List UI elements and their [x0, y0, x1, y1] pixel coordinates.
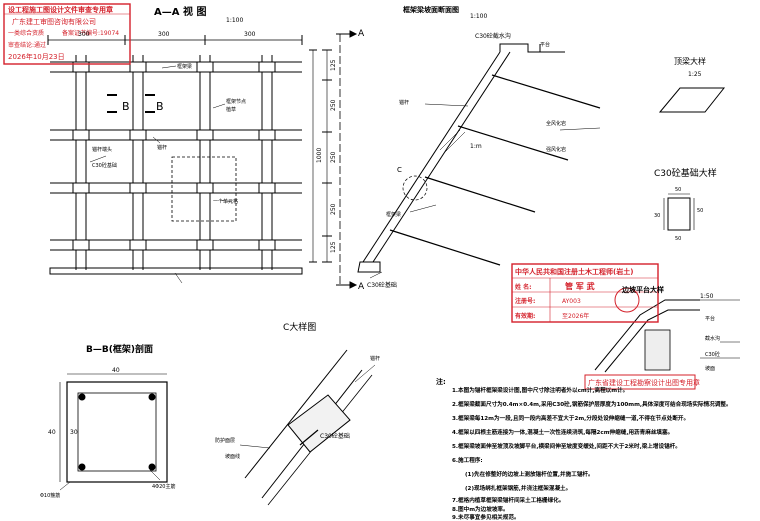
section-label-top: C30砼截水沟	[475, 32, 511, 40]
registration-stamp	[511, 263, 659, 323]
reg-stamp-title: 中华人民共和国注册土木工程师(岩土)	[515, 267, 633, 276]
view-aa-scale: 1:100	[226, 17, 243, 24]
c30-dim-4: 50	[675, 236, 681, 242]
c-label-anchor: 锚杆	[370, 355, 380, 362]
stamp-top-line-1: 设工程施工图设计文件审查专用章	[8, 5, 113, 14]
section-dim-5: 125	[330, 241, 337, 253]
c-detail	[239, 349, 376, 506]
bb-label-rebar: Φ10箍筋	[40, 492, 60, 499]
dim-aa-2: 300	[158, 31, 170, 38]
bb-dim-1: 40	[112, 367, 120, 374]
platform-label-c: C30砼	[705, 351, 720, 358]
dim-aa-1: 300	[78, 31, 90, 38]
section-label-soil: 强风化岩	[546, 146, 566, 153]
section-label-anchor: 锚杆	[399, 99, 409, 106]
section-dim-3: 250	[330, 151, 337, 163]
note-8: 8.图中m为边坡坡率。	[452, 505, 509, 513]
c-label-note: 防护面层	[215, 437, 235, 444]
bb-label-main: 4Φ20主筋	[152, 483, 175, 490]
label-b2: B	[156, 100, 164, 113]
reg-stamp-name-label: 姓 名:	[514, 283, 532, 291]
section-scale: 1:100	[470, 13, 487, 20]
note-2: 2.框架梁截面尺寸为0.4m×0.4m,采用C30砼,钢筋保护层厚度为100mm…	[452, 400, 732, 408]
reg-stamp-reg-value: AY003	[562, 298, 581, 305]
platform-scale: 1:50	[700, 293, 714, 300]
label-grass: 植草	[226, 106, 236, 113]
note-6-2: (2)现场绑扎框架钢筋,并浇注框架混凝土。	[465, 484, 571, 492]
bb-title: B—B(框架)剖面	[86, 343, 153, 355]
platform-label-d: 坡面	[705, 365, 715, 372]
reg-stamp-valid-label: 有效期:	[515, 312, 535, 320]
reg-stamp-valid-value: 至2026年	[562, 312, 589, 320]
view-aa	[47, 35, 303, 284]
note-5: 5.框架梁坡面伸至坡顶及坡脚平台,横梁间伸至坡度变缓处,间距不大于2米时,梁上增…	[452, 442, 681, 450]
platform-label-b: 截水沟	[705, 335, 720, 342]
c-label-concrete: C30砼基础	[320, 432, 350, 440]
reg-stamp-name-value: 管 军 武	[565, 281, 595, 291]
top-beam-title: 顶梁大样	[674, 56, 706, 66]
platform-title: 边坡平台大样	[621, 285, 664, 294]
label-frame: 框架梁	[177, 63, 192, 70]
section-dim-4: 250	[330, 203, 337, 215]
stamp-top-line-5: 审查结论:通过	[8, 41, 46, 49]
frame-nodes	[72, 61, 276, 251]
top-beam-scale: 1:25	[688, 71, 702, 78]
stamp-top-line-2: 广东建工审图咨询有限公司	[12, 17, 96, 26]
section-label-c: C	[397, 166, 402, 174]
section-arrow-bottom: A	[358, 282, 365, 292]
platform-label-a: 平台	[705, 315, 715, 322]
c-detail-title: C大样图	[283, 321, 316, 333]
label-b1: B	[122, 100, 130, 113]
top-beam-detail	[658, 87, 726, 113]
c30-dim-1: 50	[675, 187, 681, 193]
note-7: 7.框格内植草框架梁锚杆间采土工格栅绿化。	[452, 496, 564, 504]
frame-grid	[50, 55, 302, 270]
note-6: 6.施工程序:	[452, 456, 483, 464]
stamp-top-line-6: 2026年10月23日	[8, 52, 65, 61]
label-detail-unit: 一个单元格	[213, 198, 238, 205]
notes-head: 注:	[436, 377, 446, 386]
section-label-rock: 全风化岩	[546, 120, 566, 127]
anchors	[389, 74, 601, 266]
c-label-soil: 坡面线	[225, 453, 240, 460]
bottom-stamp	[584, 374, 696, 390]
c30-base-detail	[663, 193, 695, 231]
bb-dim-2: 30	[70, 429, 78, 436]
reg-stamp-reg-label: 注册号:	[515, 297, 535, 305]
note-9: 9.未尽事宜参见相关规范。	[452, 513, 520, 521]
section-title: 框架梁坡面断面图	[403, 5, 459, 14]
c30-dim-2: 50	[697, 208, 703, 214]
note-1: 1.本图为锚杆框架梁设计图,图中尺寸除注明者外以cm计,高程以m计。	[452, 386, 628, 394]
stamp-top-line-3: 一类综合资质	[8, 29, 44, 37]
platform-detail	[594, 299, 740, 373]
c30-dim-3: 30	[654, 213, 660, 219]
c30-base-title: C30砼基础大样	[654, 167, 717, 179]
view-aa-title: A—A 视 图	[154, 5, 206, 18]
section-label-platform: 平台	[540, 41, 550, 48]
bb-section	[59, 373, 168, 491]
label-frame-node: 框架节点	[226, 98, 246, 105]
bottom-stamp-text: 广东省建设工程勘察设计出图专用章	[588, 378, 700, 387]
section-label-base: C30砼基础	[367, 281, 397, 289]
section-label-frame: 框架梁	[386, 211, 401, 218]
note-6-1: (1)先在修整好的边坡上测放锚杆位置,并施工锚杆。	[465, 470, 594, 478]
section-label-slope: 1:m	[470, 143, 482, 150]
dim-aa-3: 300	[244, 31, 256, 38]
bb-dim-3: 40	[48, 429, 56, 436]
label-anchor: 锚杆	[157, 144, 167, 151]
note-3: 3.框架梁每12m为一段,且同一段内高差不宜大于2m,分段处设伸缩缝一道,不得在…	[452, 414, 689, 422]
section-dim-2: 250	[330, 99, 337, 111]
section-dim-total: 1000	[316, 148, 323, 163]
section-dim-1: 125	[330, 59, 337, 71]
stamp-top-line-4: 备案证书编号:19074	[62, 29, 119, 37]
top-stamp	[3, 3, 131, 65]
note-4: 4.框架以四根主筋连接为一体,混凝土一次性连续浇筑,每隔2cm伸缩缝,用沥青麻丝…	[452, 428, 673, 436]
section-arrow-top: A	[358, 29, 365, 39]
label-bottom-base: C30砼基础	[92, 162, 117, 169]
section-view	[309, 30, 601, 289]
label-anchor-end: 锚杆端头	[92, 146, 112, 153]
